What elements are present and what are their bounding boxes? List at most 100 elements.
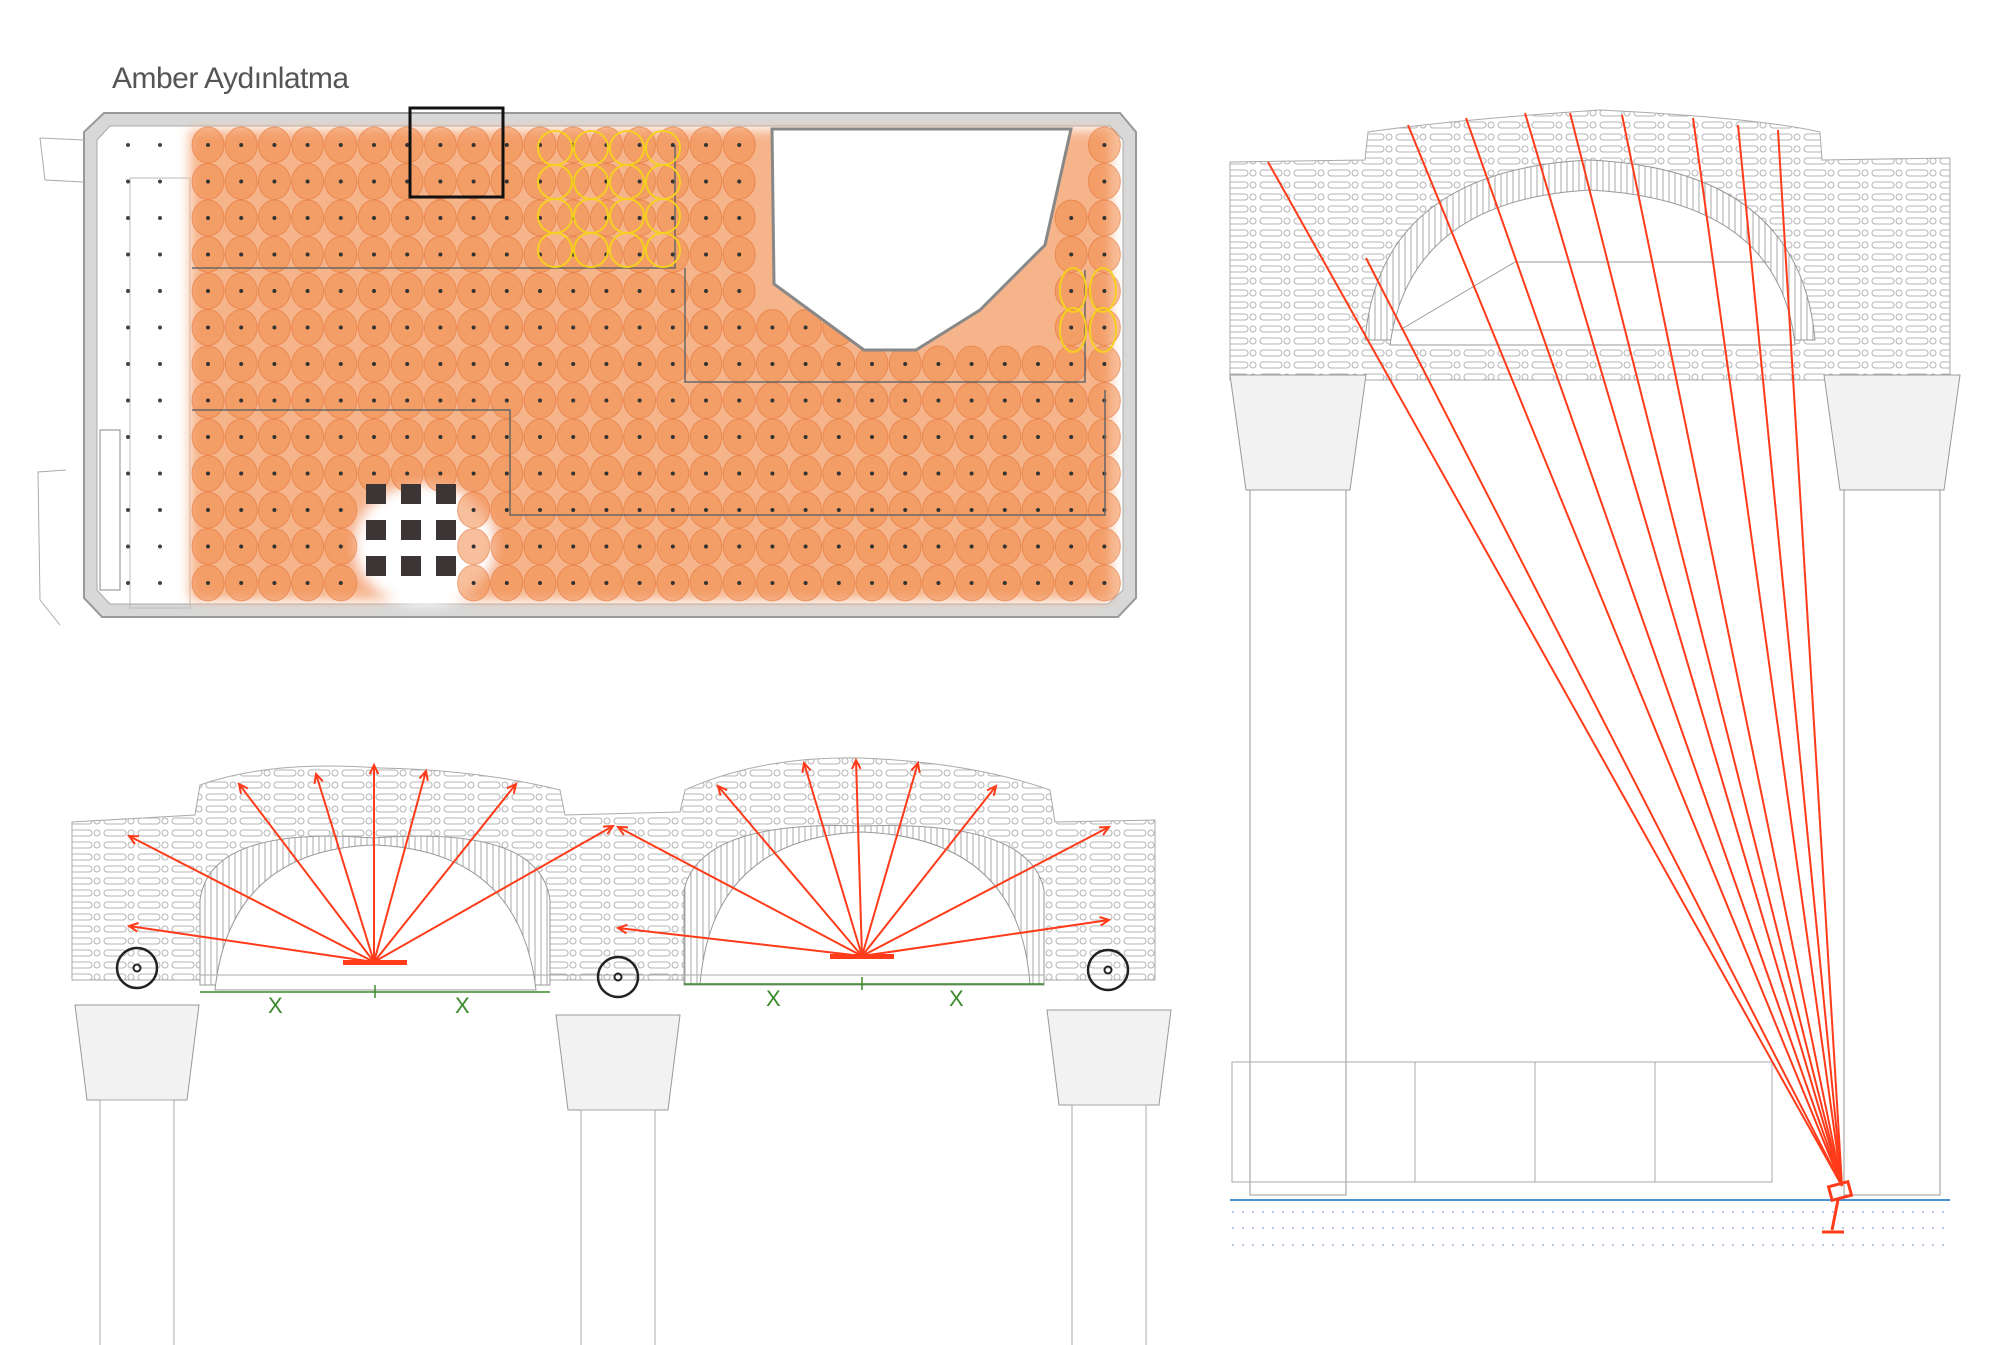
column-base — [401, 556, 421, 576]
fixture-dot — [637, 398, 642, 403]
column-base — [436, 520, 456, 540]
fixture-dot — [836, 544, 841, 549]
fixture-dot — [936, 362, 941, 366]
fixture-dot — [338, 398, 343, 403]
linear-light-fixture — [343, 960, 407, 965]
fixture-dot — [305, 216, 310, 220]
arcade-elevation: X X X X — [71, 757, 1172, 1345]
light-ray — [1365, 257, 1843, 1187]
fixture-dot — [1069, 362, 1074, 366]
fixture-dot — [571, 508, 576, 512]
fixture-dot — [405, 289, 410, 293]
fixture-dot — [670, 471, 675, 476]
ray-arrowhead — [313, 771, 324, 785]
light-ray — [1692, 117, 1843, 1187]
fixture-dot — [158, 289, 162, 293]
ray-arrowhead — [126, 922, 139, 933]
fixture-dot — [870, 544, 874, 549]
fixture-dot — [239, 179, 244, 184]
fixture-dot — [504, 398, 509, 403]
fixture-dot — [969, 435, 974, 439]
fixture-dot — [637, 471, 642, 476]
fixture-dot — [239, 435, 244, 439]
fixture-dot — [471, 143, 476, 147]
fixture-dot — [372, 143, 376, 147]
fixture-dot — [803, 398, 808, 403]
fixture-dot — [471, 544, 476, 549]
fixture-dot — [1036, 471, 1040, 476]
fixture-dot — [1036, 581, 1040, 585]
fixture-dot — [206, 508, 210, 512]
fixture-dot — [571, 398, 576, 403]
fixture-dot — [704, 435, 708, 439]
fixture-dot — [770, 398, 775, 403]
fixture-dot — [158, 325, 162, 330]
light-ray — [1524, 112, 1843, 1187]
fixture-dot — [670, 216, 675, 220]
fixture-dot — [504, 508, 509, 512]
fixture-dot — [239, 252, 244, 257]
fixture-dot — [272, 179, 277, 184]
column-capital — [1823, 374, 1961, 491]
fixture-dot — [471, 398, 476, 403]
light-ray — [1777, 129, 1843, 1187]
fixture-dot — [471, 362, 476, 366]
medallion-ring — [596, 955, 640, 999]
section-beam — [1399, 261, 1770, 331]
fixture-dot — [969, 471, 974, 476]
fixture-dot — [504, 143, 509, 147]
fixture-dot — [538, 544, 542, 549]
fixture-dot — [571, 471, 576, 476]
fixture-dot — [305, 508, 310, 512]
fixture-dot — [206, 289, 210, 293]
plan-annex-outline — [37, 137, 85, 626]
fixture-dot — [438, 216, 443, 220]
fixture-dot — [604, 544, 609, 549]
fixture-dot — [604, 362, 609, 366]
fixture-dot — [770, 581, 775, 585]
background-screen — [1231, 1061, 1773, 1183]
fixture-dot — [438, 289, 443, 293]
fixture-dot — [803, 435, 808, 439]
highlight-ring — [1059, 267, 1087, 313]
fixture-dot — [272, 325, 277, 330]
fixture-dot — [803, 471, 808, 476]
fixture-dot — [206, 325, 210, 330]
fixture-dot — [704, 508, 708, 512]
ray-arrowhead — [418, 768, 429, 782]
column-capital — [1229, 374, 1367, 491]
highlight-ring — [537, 232, 573, 268]
fixture-dot — [1002, 581, 1007, 585]
fixture-dot — [670, 544, 675, 549]
fixture-dot — [637, 216, 642, 220]
dimension-label: X — [766, 986, 781, 1011]
dimension-label: X — [949, 986, 964, 1011]
fixture-dot — [704, 544, 708, 549]
fixture-dot — [704, 289, 708, 293]
fixture-dot — [1069, 471, 1074, 476]
fixture-dot — [338, 435, 343, 439]
fixture-dot — [272, 544, 277, 549]
fixture-dot — [1069, 216, 1074, 220]
section-columns — [1229, 374, 1961, 1196]
fixture-dot — [737, 544, 742, 549]
fixture-dot — [405, 435, 410, 439]
ray-arrowhead — [851, 757, 862, 770]
plan-column-bases — [366, 484, 456, 576]
fixture-dot — [538, 435, 542, 439]
medallion-center — [613, 972, 623, 982]
fixture-dot — [338, 544, 343, 549]
fixture-dot — [670, 289, 675, 293]
fixture-dot — [637, 581, 642, 585]
fixture-dot — [737, 143, 742, 147]
dimension-lines — [200, 977, 1044, 998]
fixture-dot — [206, 362, 210, 366]
fixture-dot — [158, 471, 162, 476]
ray-arrowhead — [615, 825, 629, 836]
fixture-dot — [405, 179, 410, 184]
fixture-dot — [305, 325, 310, 330]
fixture-dot — [158, 398, 162, 403]
fixture-dot — [571, 289, 576, 293]
fixture-dot — [239, 508, 244, 512]
